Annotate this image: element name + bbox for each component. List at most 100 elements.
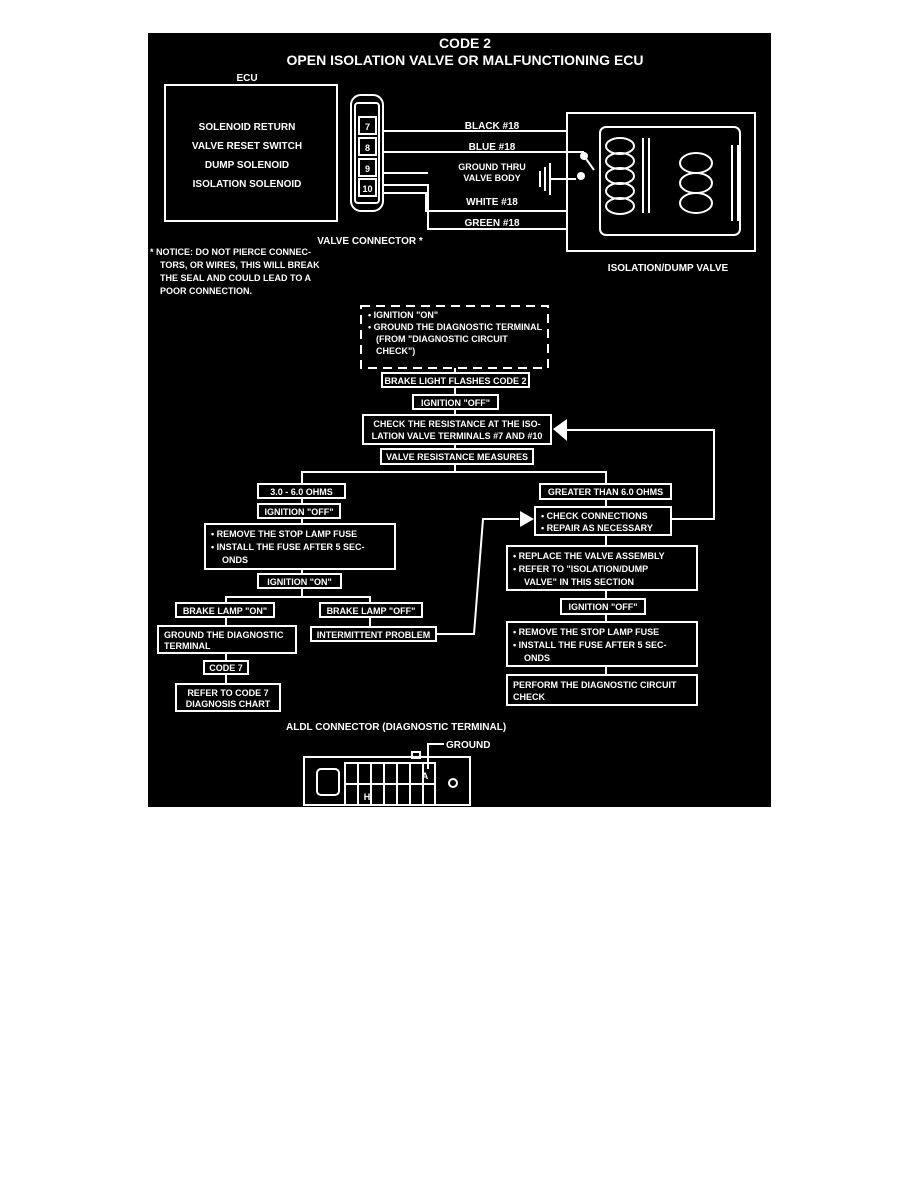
flow-brake-lamp-off-text: BRAKE LAMP "OFF" (327, 606, 416, 616)
connector-insert (354, 102, 380, 204)
wire-blue-label: BLUE #18 (469, 142, 516, 153)
flow-remove-fuse-left-line-2: • INSTALL THE FUSE AFTER 5 SEC- (211, 542, 365, 552)
ecu-line-isolation-solenoid: ISOLATION SOLENOID (193, 179, 302, 190)
flow-remove-fuse-left-line-3: ONDS (222, 555, 248, 565)
flow-remove-fuse-right-box (506, 621, 698, 667)
isolation-coil-icon (679, 145, 739, 221)
flow-start-line-1: • IGNITION "ON" (368, 310, 438, 320)
diagnostic-chart: CODE 2 OPEN ISOLATION VALVE OR MALFUNCTI… (150, 35, 756, 806)
flow-ignition-off-3-text: IGNITION "OFF" (568, 602, 637, 612)
flow-loop-return (567, 429, 715, 520)
ecu-label: ECU (236, 73, 257, 84)
flow-remove-fuse-left-line-1: • REMOVE THE STOP LAMP FUSE (211, 529, 357, 539)
ecu-box (164, 84, 338, 222)
flow-branch-left (301, 464, 456, 484)
wire-green-label: GREEN #18 (464, 218, 519, 229)
aldl-ground-label: GROUND (446, 740, 490, 751)
flow-ignition-off-2-box (257, 503, 341, 519)
valve-inner-frame (599, 126, 741, 236)
ecu-line-dump-solenoid: DUMP SOLENOID (205, 160, 289, 171)
flow-refer-code7-line-1: REFER TO CODE 7 (187, 688, 268, 698)
flow-start-line-3: (FROM "DIAGNOSTIC CIRCUIT (376, 334, 508, 344)
flow-replace-valve-line-2: • REFER TO "ISOLATION/DUMP (513, 564, 648, 574)
aldl-label: ALDL CONNECTOR (DIAGNOSTIC TERMINAL) (286, 722, 506, 733)
flow-branch-lamp-off (302, 596, 371, 603)
aldl-body (303, 756, 471, 806)
flow-remove-fuse-left-box (204, 523, 396, 570)
aldl-ground-leader (427, 743, 444, 769)
flow-code7-text: CODE 7 (209, 663, 243, 673)
pin-10-label: 10 (362, 184, 372, 194)
valve-switch-icon (577, 152, 595, 180)
harness-wires (383, 130, 584, 230)
pin-7-label: 7 (365, 122, 370, 132)
valve-connector: 7 8 9 10 (350, 94, 384, 212)
flow-replace-valve-line-1: • REPLACE THE VALVE ASSEMBLY (513, 551, 665, 561)
connector-pin-10 (358, 178, 377, 197)
flow-perform-check-line-1: PERFORM THE DIAGNOSTIC CIRCUIT (513, 680, 677, 690)
flow-check-resistance-box (362, 414, 552, 445)
flow-check-connections-line-1: • CHECK CONNECTIONS (541, 511, 648, 521)
wire-white-label: WHITE #18 (466, 197, 518, 208)
flow-ohms-high-text: GREATER THAN 6.0 OHMS (548, 487, 663, 497)
flow-ground-terminal-line-1: GROUND THE DIAGNOSTIC (164, 630, 284, 640)
flow-ignition-on-box (257, 573, 342, 589)
valve-label: ISOLATION/DUMP VALVE (608, 263, 729, 274)
flow-ignition-on-text: IGNITION "ON" (267, 577, 332, 587)
flow-remove-fuse-right-line-2: • INSTALL THE FUSE AFTER 5 SEC- (513, 640, 667, 650)
flow-start-line-2: • GROUND THE DIAGNOSTIC TERMINAL (368, 322, 543, 332)
flow-ohms-low-text: 3.0 - 6.0 OHMS (270, 487, 333, 497)
flow-refer-code7-box (175, 683, 281, 712)
ecu-line-valve-reset: VALVE RESET SWITCH (192, 141, 302, 152)
flow-perform-check-box (506, 674, 698, 706)
flow-start-box (360, 305, 549, 369)
flow-remove-fuse-right-line-3: ONDS (524, 653, 550, 663)
flow-check-connections-line-2: • REPAIR AS NECESSARY (541, 523, 653, 533)
flow-check-connections-box (534, 506, 672, 536)
notice-line-1: * NOTICE: DO NOT PIERCE CONNEC- (150, 247, 311, 257)
connector-pin-8 (358, 137, 377, 156)
dump-coil-icon (605, 137, 650, 215)
flow-start-line-4: CHECK") (376, 346, 415, 356)
flow-check-resistance-line-1: CHECK THE RESISTANCE AT THE ISO- (373, 419, 540, 429)
connector-label: VALVE CONNECTOR * (317, 236, 423, 247)
notice-line-3: THE SEAL AND COULD LEAD TO A (160, 273, 312, 283)
aldl-latch-left (316, 768, 340, 796)
flow-replace-valve-line-3: VALVE" IN THIS SECTION (524, 577, 634, 587)
wire-black-label: BLACK #18 (465, 121, 520, 132)
pin-9-label: 9 (365, 164, 370, 174)
flow-brake-lamp-on-text: BRAKE LAMP "ON" (183, 606, 267, 616)
ecu-line-solenoid-return: SOLENOID RETURN (199, 122, 296, 133)
connector-pin-9 (358, 158, 377, 177)
wire-ground-label-1: GROUND THRU (458, 162, 526, 172)
flow-perform-check-line-2: CHECK (513, 692, 546, 702)
valve-box (566, 112, 756, 252)
flow-valve-resistance-text: VALVE RESISTANCE MEASURES (386, 452, 528, 462)
flow-check-resistance-line-2: LATION VALVE TERMINALS #7 AND #10 (372, 431, 543, 441)
notice-line-4: POOR CONNECTION. (160, 286, 252, 296)
aldl-connector-icon (303, 751, 471, 806)
aldl-mount-hole (448, 778, 458, 788)
aldl-pin-h: H (364, 792, 371, 802)
flow-remove-fuse-right-line-1: • REMOVE THE STOP LAMP FUSE (513, 627, 659, 637)
flow-ground-terminal-line-2: TERMINAL (164, 641, 211, 651)
flow-replace-valve-box (506, 545, 698, 591)
flow-ignition-off-3-box (560, 598, 646, 615)
connector-pin-7 (358, 116, 377, 135)
notice-line-2: TORS, OR WIRES, THIS WILL BREAK (160, 260, 320, 270)
flow-return-arrow-icon (553, 419, 567, 441)
flow-valve-resistance-box (380, 448, 534, 465)
wire-ground-label-2: VALVE BODY (463, 173, 520, 183)
pin-8-label: 8 (365, 143, 370, 153)
aldl-key (411, 751, 421, 759)
flow-ignition-off-2-text: IGNITION "OFF" (264, 507, 333, 517)
flow-refer-code7-line-2: DIAGNOSIS CHART (186, 699, 271, 709)
flow-ignition-off-1-text: IGNITION "OFF" (421, 398, 490, 408)
flow-intermittent-arrow-icon (520, 511, 534, 527)
flow-intermittent-return (436, 518, 519, 635)
title-description: OPEN ISOLATION VALVE OR MALFUNCTIONING E… (287, 52, 644, 68)
notice: * NOTICE: DO NOT PIERCE CONNEC- TORS, OR… (150, 247, 320, 296)
flow-brake-light-text: BRAKE LIGHT FLASHES CODE 2 (384, 376, 526, 386)
flow-intermittent-text: INTERMITTENT PROBLEM (317, 630, 431, 640)
diagram-panel: CODE 2 OPEN ISOLATION VALVE OR MALFUNCTI… (148, 33, 771, 807)
